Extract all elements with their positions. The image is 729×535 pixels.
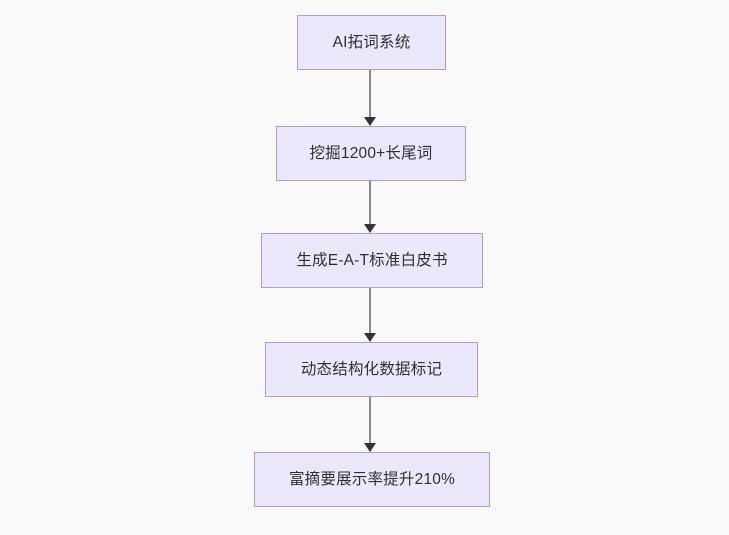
flow-node[interactable]: 生成E-A-T标准白皮书 bbox=[261, 233, 483, 288]
arrowhead-icon bbox=[364, 224, 376, 233]
connector-line bbox=[369, 397, 371, 443]
flow-node-label: 生成E-A-T标准白皮书 bbox=[296, 251, 448, 269]
flow-node[interactable]: AI拓词系统 bbox=[297, 15, 446, 70]
flow-connector-arrow bbox=[363, 70, 377, 126]
arrowhead-icon bbox=[364, 333, 376, 342]
flow-node-label: 动态结构化数据标记 bbox=[300, 360, 443, 378]
flow-node-label: AI拓词系统 bbox=[332, 33, 411, 51]
connector-line bbox=[369, 70, 371, 117]
arrowhead-icon bbox=[364, 117, 376, 126]
connector-line bbox=[369, 288, 371, 333]
flow-connector-arrow bbox=[363, 181, 377, 233]
flow-node[interactable]: 富摘要展示率提升210% bbox=[254, 452, 490, 507]
arrowhead-icon bbox=[364, 443, 376, 452]
flow-node-label: 富摘要展示率提升210% bbox=[288, 470, 456, 488]
flow-node[interactable]: 挖掘1200+长尾词 bbox=[276, 126, 466, 181]
connector-line bbox=[369, 181, 371, 224]
flow-node-label: 挖掘1200+长尾词 bbox=[309, 144, 433, 162]
flow-connector-arrow bbox=[363, 288, 377, 342]
flow-connector-arrow bbox=[363, 397, 377, 452]
flow-node[interactable]: 动态结构化数据标记 bbox=[265, 342, 478, 397]
